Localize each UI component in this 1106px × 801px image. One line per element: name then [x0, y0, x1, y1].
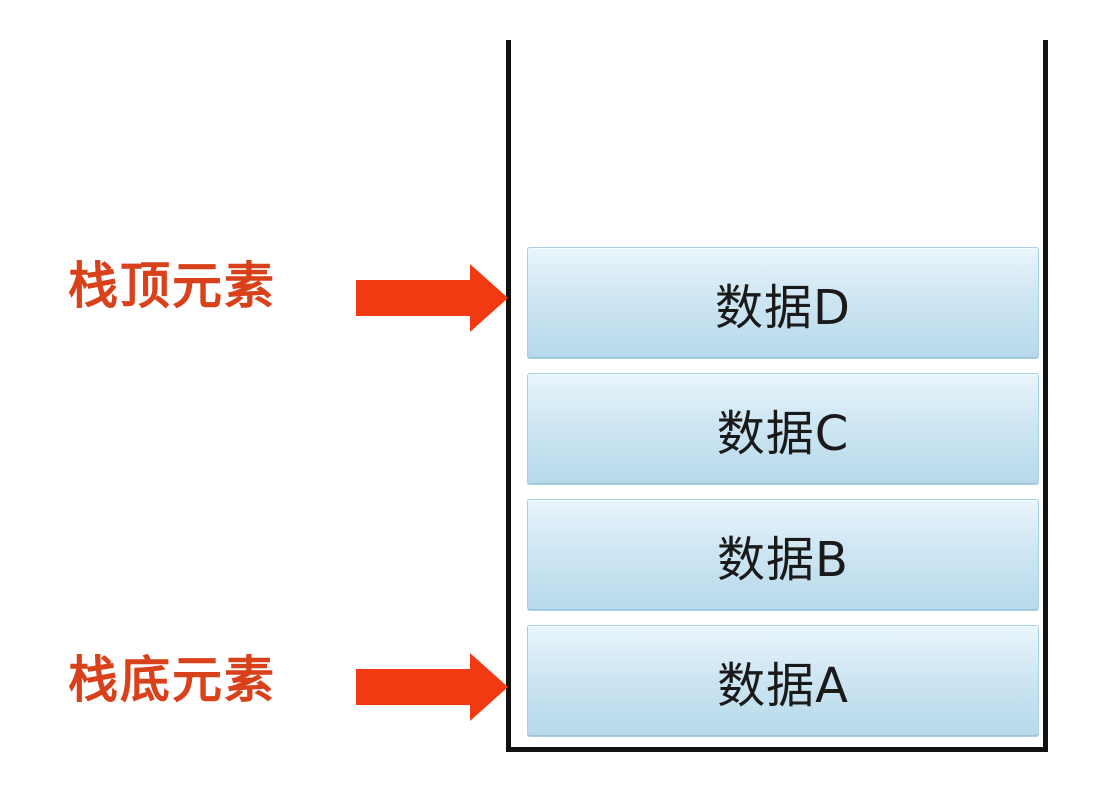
stack-top-label: 栈顶元素 — [68, 257, 276, 315]
stack-bottom-label: 栈底元素 — [68, 651, 276, 709]
arrow-right-icon — [356, 653, 508, 721]
bottom-arrow-shape — [356, 653, 508, 721]
stack-container — [506, 40, 1048, 752]
stack-item-a: 数据A — [527, 625, 1039, 737]
stack-item-c: 数据C — [527, 373, 1039, 485]
top-arrow-shape — [356, 264, 508, 332]
stack-item-d: 数据D — [527, 247, 1039, 359]
arrow-right-icon — [356, 264, 508, 332]
stack-item-b: 数据B — [527, 499, 1039, 611]
